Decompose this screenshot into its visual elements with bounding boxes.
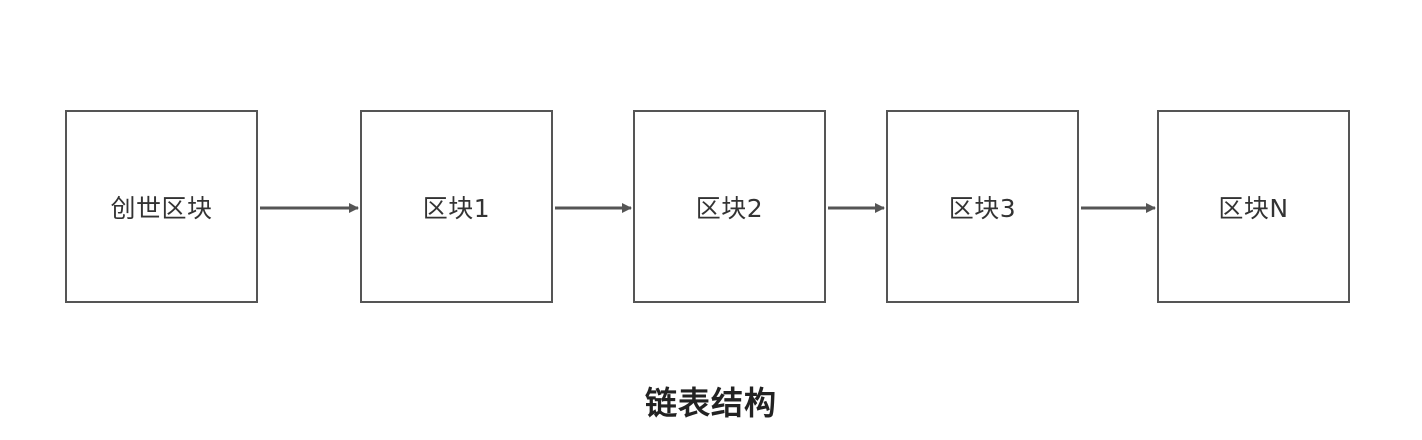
block-n: 区块N — [1157, 110, 1350, 303]
block-2: 区块2 — [633, 110, 826, 303]
block-label: 创世区块 — [110, 193, 213, 223]
block-label: 区块1 — [422, 193, 491, 223]
block-label: 区块2 — [695, 193, 764, 223]
block-3: 区块3 — [886, 110, 1079, 303]
block-label: 区块3 — [948, 193, 1017, 223]
diagram-caption: 链表结构 — [644, 384, 777, 422]
block-label: 区块N — [1218, 193, 1289, 223]
block-1: 区块1 — [360, 110, 553, 303]
genesis-block: 创世区块 — [65, 110, 258, 303]
